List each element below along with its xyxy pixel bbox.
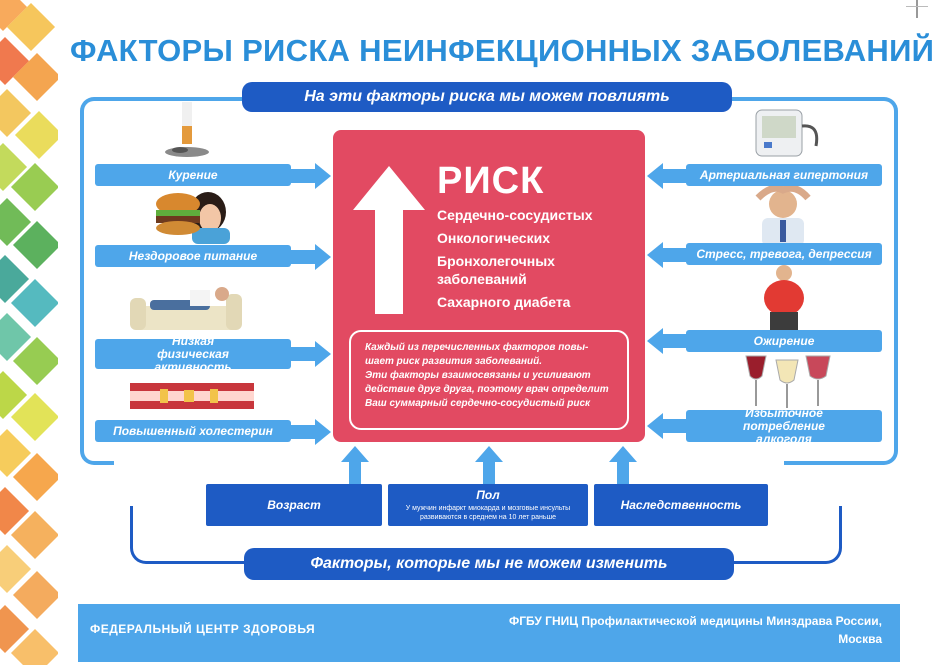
blood-pressure-monitor-icon <box>755 109 819 157</box>
footer-institute: ФГБУ ГНИЦ Профилактической медицины Минз… <box>462 612 882 648</box>
risk-item: Сердечно-сосудистых <box>437 207 593 223</box>
factor-hypertension: Артериальная гипертония <box>686 164 882 186</box>
artery-icon <box>130 383 254 409</box>
decorative-mosaic <box>0 0 58 665</box>
big-up-arrow-icon <box>353 166 425 314</box>
factor-smoking: Курение <box>95 164 291 186</box>
fixed-factor-label: Пол <box>476 488 500 502</box>
arrow-shaft <box>663 169 686 183</box>
factor-unhealthy-diet: Нездоровое питание <box>95 245 291 267</box>
note-line: действие друг друга, поэтому врач опреде… <box>365 384 609 395</box>
arrow-right-icon <box>315 419 331 445</box>
footer-organization: ФЕДЕРАЛЬНЫЙ ЦЕНТР ЗДОРОВЬЯ <box>90 622 316 636</box>
risk-panel: РИСК Сердечно-сосудистых Онкологических … <box>333 130 645 442</box>
factor-alcohol: Избыточное потребление алкоголя <box>686 406 882 445</box>
arrow-shaft <box>291 250 315 264</box>
arrow-shaft <box>663 334 686 348</box>
factor-high-cholesterol: Повышенный холестерин <box>95 420 291 442</box>
arrow-up-icon <box>341 446 369 462</box>
note-line: шает риск развития заболеваний. <box>365 356 543 367</box>
footer-institute-city: Москва <box>838 632 882 646</box>
fixed-factor-note: У мужчин инфаркт миокарда и мозговые инс… <box>405 505 571 521</box>
couch-icon <box>130 287 242 330</box>
fixed-factor-sex: Пол У мужчин инфаркт миокарда и мозговые… <box>388 484 588 526</box>
arrow-shaft <box>291 169 315 183</box>
footer-institute-line: ФГБУ ГНИЦ Профилактической медицины Минз… <box>508 614 882 628</box>
arrow-left-icon <box>647 163 663 189</box>
modifiable-header: На эти факторы риска мы можем повлиять <box>242 82 732 112</box>
cigarette-icon <box>165 102 209 157</box>
arrow-shaft <box>483 462 495 484</box>
footer: ФЕДЕРАЛЬНЫЙ ЦЕНТР ЗДОРОВЬЯ ФГБУ ГНИЦ Про… <box>78 604 900 662</box>
arrow-shaft <box>291 347 315 361</box>
risk-heading: РИСК <box>437 160 545 202</box>
note-line: Эти факторы взаимосвязаны и усиливают <box>365 370 591 381</box>
fixed-factor-label: Наследственность <box>620 498 742 512</box>
fixed-factor-label: Возраст <box>267 498 321 512</box>
arrow-left-icon <box>647 413 663 439</box>
crop-mark <box>916 0 918 18</box>
modifiable-frame-left <box>80 97 114 465</box>
modifiable-frame-right <box>784 97 898 465</box>
arrow-shaft <box>617 462 629 484</box>
fixed-factor-age: Возраст <box>206 484 382 526</box>
arrow-right-icon <box>315 163 331 189</box>
arrow-shaft <box>663 419 686 433</box>
crop-mark <box>906 6 928 7</box>
factor-stress: Стресс, тревога, депрессия <box>686 243 882 265</box>
poster-title: ФАКТОРЫ РИСКА НЕИНФЕКЦИОННЫХ ЗАБОЛЕВАНИЙ <box>70 33 935 68</box>
risk-item: Бронхолегочных заболеваний <box>437 253 555 287</box>
arrow-shaft <box>291 425 315 439</box>
arrow-up-icon <box>609 446 637 462</box>
risk-list: Сердечно-сосудистых Онкологических Бронх… <box>437 206 633 316</box>
fixed-factor-heredity: Наследственность <box>594 484 768 526</box>
risk-note: Каждый из перечисленных факторов повы- ш… <box>349 330 629 430</box>
note-line: Ваш суммарный сердечно-сосудистый риск <box>365 398 591 409</box>
nonmodifiable-header: Факторы, которые мы не можем изменить <box>244 548 734 580</box>
risk-item: Сахарного диабета <box>437 294 571 310</box>
burger-icon <box>156 192 230 244</box>
factor-obesity: Ожирение <box>686 330 882 352</box>
arrow-shaft <box>349 462 361 484</box>
arrow-left-icon <box>647 328 663 354</box>
note-line: Каждый из перечисленных факторов повы- <box>365 342 589 353</box>
stressed-man-icon <box>755 186 811 246</box>
arrow-up-icon <box>475 446 503 462</box>
obese-man-icon <box>764 265 804 330</box>
arrow-shaft <box>663 248 686 262</box>
factor-low-activity: Низкая физическая активность <box>95 334 291 373</box>
arrow-left-icon <box>647 242 663 268</box>
arrow-right-icon <box>315 341 331 367</box>
risk-item: Онкологических <box>437 230 550 246</box>
wine-glasses-icon <box>745 355 831 408</box>
arrow-right-icon <box>315 244 331 270</box>
